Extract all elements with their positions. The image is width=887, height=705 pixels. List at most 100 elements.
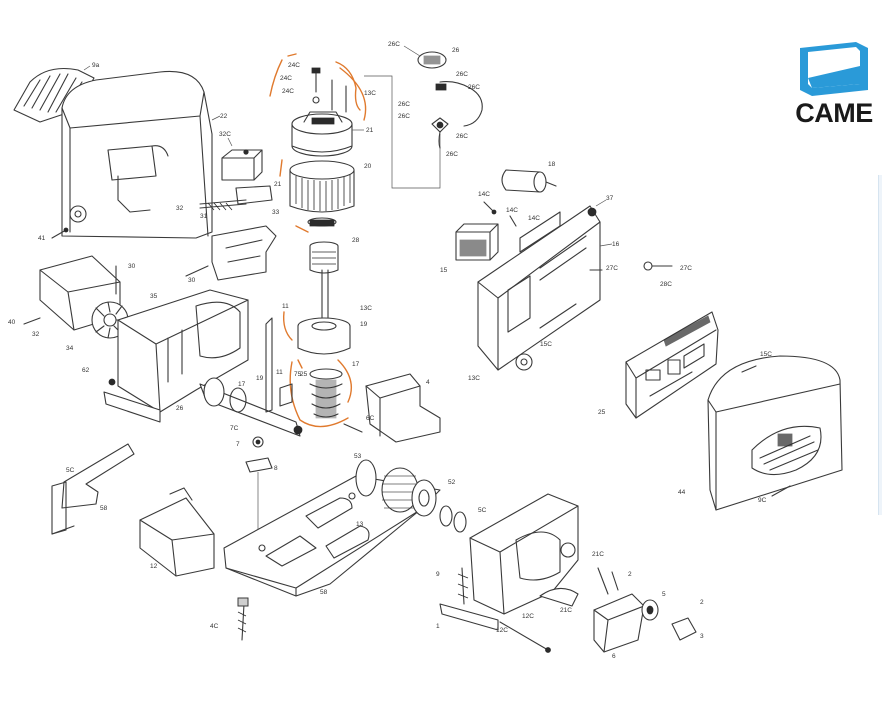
part-callout: 30 (128, 263, 136, 270)
part-callout: 14C (506, 207, 518, 214)
part-callout: 15C (760, 351, 772, 358)
transformer: 15 (440, 223, 499, 274)
part-callout: 6C (366, 415, 375, 422)
cable-assembly: 26C 26 26C 26C 26C 26C 26C 26C (388, 41, 483, 158)
part-callout: 53 (354, 453, 362, 460)
part-callout: 9 (436, 571, 440, 578)
part-callout: 21 (366, 127, 374, 134)
part-callout: 28 (352, 237, 360, 244)
part-callout: 7C (230, 425, 239, 432)
part-callout: 37 (606, 195, 614, 202)
part-callout: 13C (360, 305, 372, 312)
part-callout: 13C (468, 375, 480, 382)
mount-bracket-assembly: 32C 32 31 33 30 (176, 131, 280, 284)
part-callout: 52 (448, 479, 456, 486)
part-callout: 4 (426, 379, 430, 386)
part-callout: 4C (210, 623, 219, 630)
part-callout: 32 (176, 205, 184, 212)
rack-bracket: 5C 58 (51, 443, 135, 535)
part-callout: 15 (440, 267, 448, 274)
part-callout: 18 (548, 161, 556, 168)
part-callout: 1 (436, 623, 440, 630)
part-callout: 3 (700, 633, 704, 640)
control-board: 25 (598, 311, 719, 419)
capacitor: 18 (501, 161, 557, 193)
base-plate: 58 4C (210, 475, 441, 641)
part-callout: 40 (8, 319, 16, 326)
part-callout: 7 (236, 441, 240, 448)
part-callout: 25 (598, 409, 606, 416)
part-callout: 20 (364, 163, 372, 170)
came-logo-text: CAME (795, 98, 873, 128)
front-cover: 15C 44 9C (678, 351, 843, 511)
part-callout: 25 (300, 371, 308, 378)
part-callout: 2 (628, 571, 632, 578)
part-callout: 16 (612, 241, 620, 248)
pinion-gear: 53 52 13 5C (354, 453, 487, 533)
came-logo-mark (800, 42, 868, 96)
motor-stack: 24C 24C 24C 13C 21 21 20 28 13C 19 (274, 62, 376, 419)
cover-screw: 41 (38, 227, 69, 242)
part-callout: 24C (280, 75, 292, 82)
part-callout: 11 (282, 303, 289, 310)
handwritten-marks (269, 53, 367, 428)
part-callout: 12C (522, 613, 534, 620)
part-callout: 19 (256, 375, 264, 382)
part-callout: 24C (282, 88, 294, 95)
small-bolt-set: 7C 7 8 (230, 425, 278, 566)
came-logo (782, 38, 882, 138)
part-callout: 32 (32, 331, 40, 338)
part-callout: 21C (592, 551, 604, 558)
part-callout: 32C (219, 131, 231, 138)
page-edge-strip (878, 175, 882, 515)
fan-housing: 30 40 32 34 (8, 255, 136, 352)
part-callout: 33 (272, 209, 280, 216)
part-callout: 27C (680, 265, 692, 272)
part-callout: 9C (758, 497, 767, 504)
part-callout: 26C (446, 151, 458, 158)
part-callout: 2 (700, 599, 704, 606)
gearbox: 35 62 (82, 289, 249, 423)
part-callout: 30 (188, 277, 196, 284)
right-bracket: 4 6C (343, 373, 441, 443)
release-assembly: 21C 21C 2 6 5 2 3 (539, 551, 704, 660)
part-callout: 24C (288, 62, 300, 69)
part-callout: 26C (398, 101, 410, 108)
part-callout: 5C (66, 467, 75, 474)
part-callout: 44 (678, 489, 686, 496)
part-callout: 11 (276, 369, 283, 376)
part-callout: 14C (478, 191, 490, 198)
part-callout: 6 (612, 653, 616, 660)
part-callout: 13C (364, 90, 376, 97)
part-callout: 41 (38, 235, 46, 242)
part-callout: 58 (100, 505, 108, 512)
part-callout: 26 (176, 405, 184, 412)
main-cover: 22 41 (38, 70, 228, 242)
part-callout: 5 (662, 591, 666, 598)
bolt-side: 27C 28C (643, 261, 692, 288)
part-callout: 12 (150, 563, 158, 570)
part-callout: 8 (274, 465, 278, 472)
part-callout: 27C (606, 265, 618, 272)
part-callout: 28C (660, 281, 672, 288)
cover-block: 12 (139, 487, 215, 577)
part-callout: 17 (352, 361, 360, 368)
part-callout: 26C (456, 71, 468, 78)
part-callout: 21C (560, 607, 572, 614)
part-callout: 19 (360, 321, 368, 328)
part-callout: 58 (320, 589, 328, 596)
part-callout: 26C (468, 84, 480, 91)
part-callout: 75 (294, 371, 302, 378)
part-callout: 26C (388, 41, 400, 48)
part-callout: 35 (150, 293, 158, 300)
part-callout: 5C (478, 507, 487, 514)
output-shaft: 26 17 19 11 75 11 (176, 303, 303, 437)
part-callout: 26 (452, 47, 460, 54)
lower-housing: 1 9 12C 12C (436, 493, 579, 653)
part-callout: 14C (528, 215, 540, 222)
part-callout: 26C (398, 113, 410, 120)
part-callout: 13 (356, 521, 364, 528)
wiring-leader-box (364, 75, 441, 189)
part-callout: 15C (540, 341, 552, 348)
